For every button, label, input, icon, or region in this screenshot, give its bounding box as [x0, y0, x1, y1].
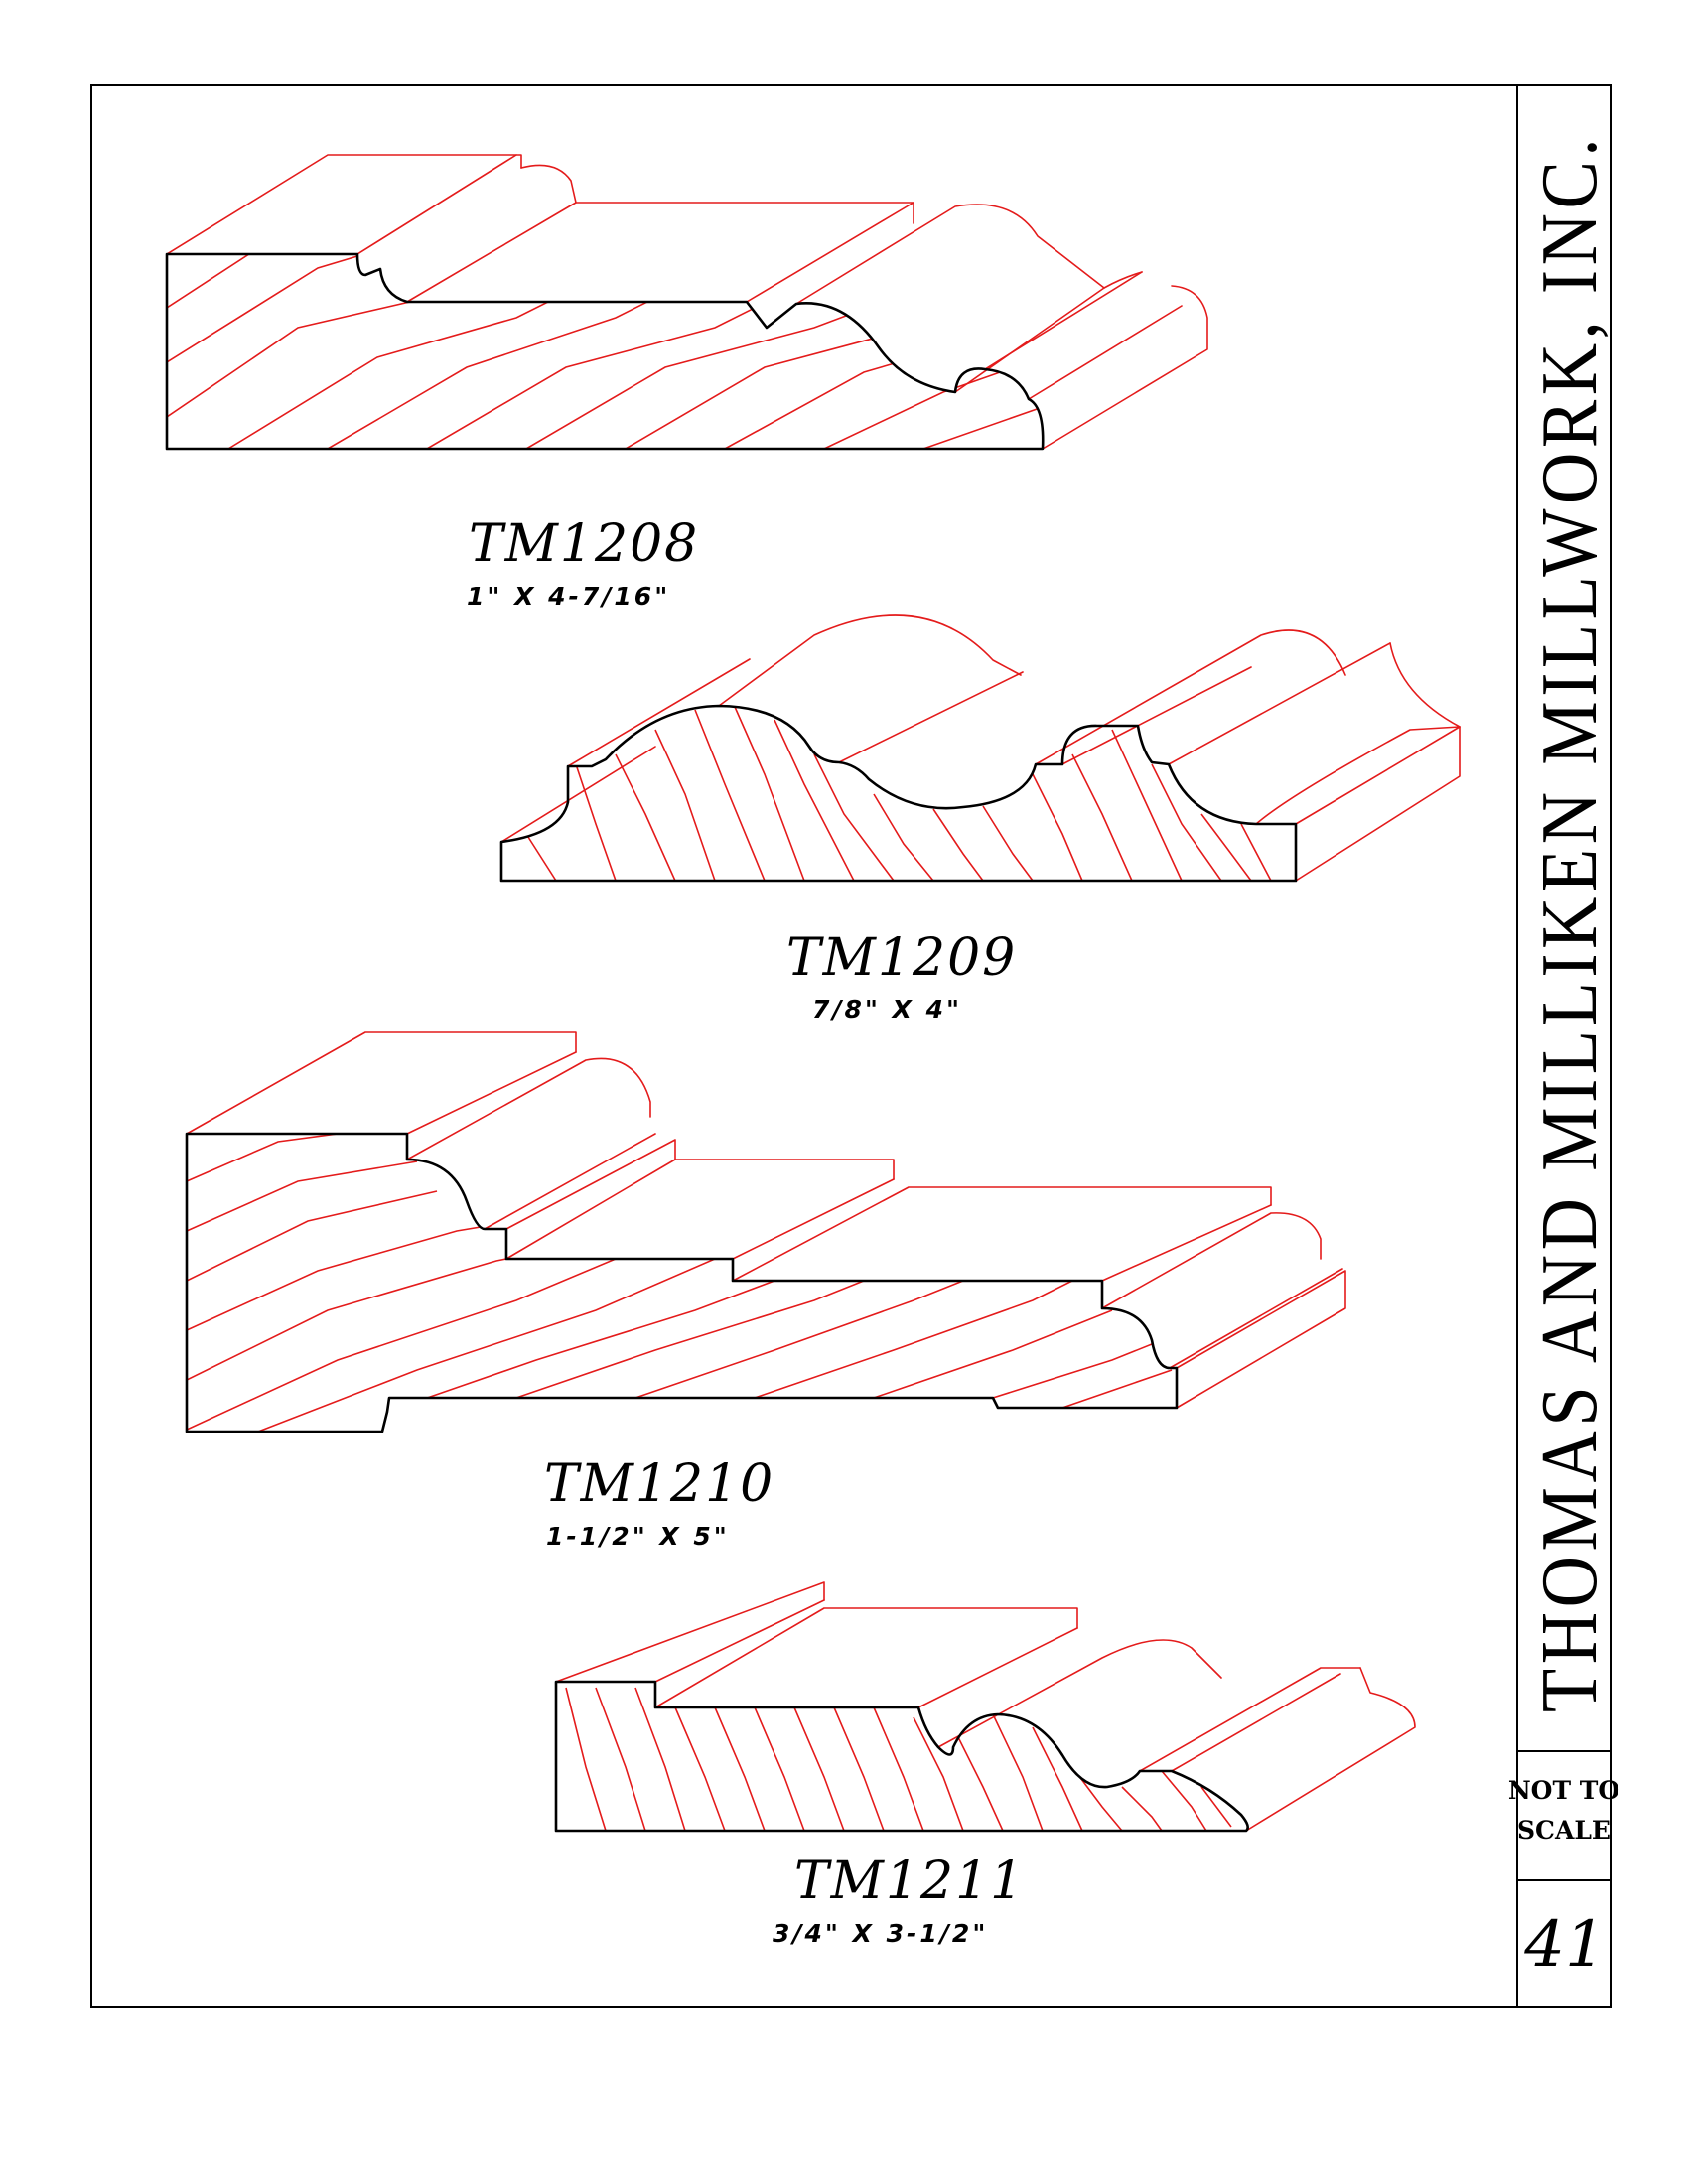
- profile-tm1209-code: TM1209: [786, 928, 1017, 988]
- profile-tm1211-hatch: [565, 1687, 1232, 1831]
- profile-tm1209-size: 7/8" X 4": [812, 995, 962, 1024]
- scale-note-line1: NOT TO: [1508, 1776, 1619, 1805]
- profile-tm1211-code: TM1211: [794, 1851, 1025, 1911]
- profile-tm1209-outline: [499, 704, 1298, 883]
- scale-note-line2: SCALE: [1517, 1816, 1611, 1844]
- profile-tm1209-drawing: [499, 614, 1461, 883]
- profile-tm1209-hatch: [525, 706, 1272, 881]
- profile-tm1211-outline: [554, 1680, 1249, 1833]
- profile-tm1210-size: 1-1/2" X 5": [546, 1522, 730, 1551]
- company-title: THOMAS AND MILLIKEN MILLWORK, INC.: [1526, 134, 1614, 1712]
- profile-tm1208-drawing: [165, 154, 1208, 451]
- profile-tm1209-extrusion: [500, 614, 1461, 882]
- sheet-border: [90, 84, 1612, 2008]
- page-number: 41: [1523, 1908, 1605, 1981]
- profile-tm1210-extrusion: [186, 1031, 1346, 1409]
- profile-tm1208-extrusion: [166, 154, 1208, 450]
- profile-tm1208-hatch: [167, 254, 1044, 449]
- profile-tm1210-drawing: [185, 1031, 1346, 1433]
- page-number-box: [1516, 1879, 1612, 2008]
- profile-tm1210-hatch: [187, 1134, 1173, 1432]
- profile-tm1211-size: 3/4" X 3-1/2": [773, 1919, 988, 1948]
- profile-tm1208-outline: [165, 252, 1045, 451]
- profile-tm1208-code: TM1208: [469, 514, 699, 574]
- profile-tm1211-extrusion: [555, 1581, 1416, 1832]
- profile-tm1211-drawing: [554, 1581, 1416, 1833]
- profile-tm1210-outline: [185, 1132, 1179, 1433]
- title-box: [1516, 84, 1612, 1752]
- profile-tm1208-size: 1" X 4-7/16": [467, 582, 670, 611]
- profile-tm1210-code: TM1210: [544, 1454, 774, 1514]
